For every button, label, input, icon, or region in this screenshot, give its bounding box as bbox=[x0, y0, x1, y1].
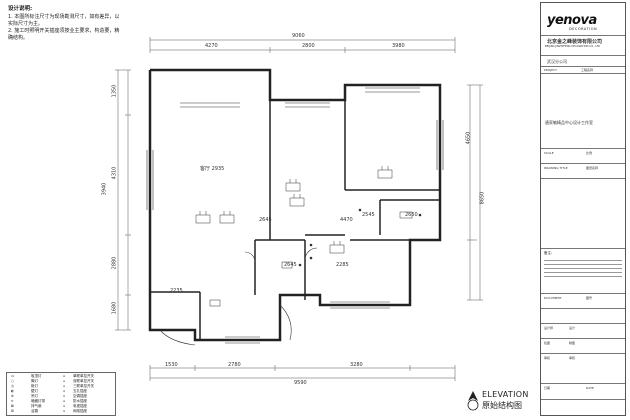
room-label: 2645 bbox=[259, 217, 272, 223]
dim-left-seg: 2880 bbox=[111, 256, 118, 270]
tb-divider bbox=[541, 323, 625, 324]
company-name: 北京金之峰装饰有限公司 bbox=[547, 39, 603, 45]
dim-top-seg: 4270 bbox=[205, 43, 218, 49]
tb-divider bbox=[541, 399, 625, 400]
legend-label: 单联单控开关 bbox=[73, 374, 94, 378]
legend-label: 双联单控开关 bbox=[73, 379, 94, 383]
company-name-en: BEIJING JINZHIFENG DECORATION CO., LTD bbox=[545, 45, 601, 48]
legend-table: ▭吸顶灯▫单联单控开关 ○筒灯▫双联单控开关 ◎射灯▫三联单控开关 ◐壁灯▫五孔… bbox=[6, 372, 116, 416]
legend-label: 电视插座 bbox=[73, 404, 87, 408]
brand-subtitle: DECORATION bbox=[569, 27, 598, 31]
notes-line: 2. 施工时照明开关插座须按业主要求，构造要，精 bbox=[8, 28, 120, 34]
legend-label: 浴霸 bbox=[31, 409, 38, 413]
dim-left-seg: 1680 bbox=[111, 301, 118, 315]
date-value: DATE bbox=[586, 386, 594, 390]
legend-row: ⊠排气扇▫电视插座 bbox=[11, 404, 87, 408]
legend-label: 暗藏灯带 bbox=[31, 399, 45, 403]
notes-title: 设计说明: bbox=[8, 6, 33, 12]
scale-value: 比例 bbox=[586, 151, 593, 155]
legend-label: 吸顶灯 bbox=[31, 374, 42, 378]
notes-line: 实际尺寸为主。 bbox=[8, 21, 44, 27]
elevation-title-en: ELEVATION bbox=[482, 390, 529, 399]
tb-divider bbox=[541, 163, 625, 164]
check-label: 审核 bbox=[544, 356, 551, 360]
tb-divider bbox=[541, 383, 625, 384]
draw-label: 绘图 bbox=[544, 341, 551, 345]
legend-label: 吊灯 bbox=[31, 394, 38, 398]
scale-label: SCALE bbox=[544, 151, 554, 155]
north-arrow-icon bbox=[467, 391, 479, 411]
dim-top-seg: 2800 bbox=[302, 43, 315, 49]
room-label: 2650 bbox=[405, 212, 418, 218]
dim-bottom-total: 9590 bbox=[294, 380, 307, 386]
legend-label: 射灯 bbox=[31, 384, 38, 388]
dim-right-seg: 8650 bbox=[479, 191, 486, 205]
tb-divider bbox=[541, 353, 625, 354]
legend-row: ✲吊灯▫空调插座 bbox=[11, 394, 87, 398]
doc-value: 图号 bbox=[586, 296, 593, 300]
dim-bottom-seg: 2780 bbox=[228, 362, 241, 368]
notes-line: 确结构。 bbox=[8, 35, 29, 41]
design-label: 设计师 bbox=[544, 326, 554, 330]
remark-title: 备注: bbox=[544, 251, 553, 255]
project-label: PROJECT bbox=[544, 68, 557, 72]
title-block: yenova DECORATION 北京金之峰装饰有限公司 BEIJING JI… bbox=[540, 2, 626, 416]
room-label: 2645 bbox=[284, 262, 297, 268]
legend-label: 排气扇 bbox=[31, 404, 42, 408]
tb-divider bbox=[541, 248, 625, 249]
tb-divider bbox=[541, 338, 625, 339]
legend-label: 空调插座 bbox=[73, 394, 87, 398]
room-label: 2285 bbox=[336, 262, 349, 268]
branch-name: 武汉分公司 bbox=[547, 59, 567, 64]
remark-lines bbox=[544, 257, 622, 280]
room-label: 4470 bbox=[340, 217, 353, 223]
brand-logo: yenova bbox=[547, 13, 597, 28]
legend-row: ◎射灯▫三联单控开关 bbox=[11, 384, 94, 388]
legend-label: 网络插座 bbox=[73, 409, 87, 413]
dim-top-seg: 3980 bbox=[392, 43, 405, 49]
legend-label: 防水插座 bbox=[73, 399, 87, 403]
notes-line: 1. 本图所标注尺寸为现场勘测尺寸，如有差异，以 bbox=[8, 14, 120, 20]
design-notes: 设计说明: 1. 本图所标注尺寸为现场勘测尺寸，如有差异，以 实际尺寸为主。 2… bbox=[8, 6, 158, 42]
legend-row: ▭吸顶灯▫单联单控开关 bbox=[11, 374, 94, 378]
legend-label: 筒灯 bbox=[31, 379, 38, 383]
room-label: 2235 bbox=[170, 288, 183, 294]
legend-row: ═暗藏灯带▫防水插座 bbox=[11, 399, 87, 403]
dim-right-seg: 4650 bbox=[465, 131, 472, 145]
legend-label: 五孔插座 bbox=[73, 389, 87, 393]
legend-row: ⊞浴霸▫网络插座 bbox=[11, 409, 87, 413]
tb-divider bbox=[541, 35, 625, 36]
tb-divider bbox=[541, 178, 625, 179]
draw-value: 制图 bbox=[569, 341, 576, 345]
legend-row: ○筒灯▫双联单控开关 bbox=[11, 379, 94, 383]
room-label: 2545 bbox=[362, 212, 375, 218]
studio-name: 唐家敏精品中心设计工作室 bbox=[545, 120, 593, 125]
elevation-title-cn: 原始结构图 bbox=[482, 401, 522, 410]
check-value: 审核 bbox=[569, 356, 576, 360]
legend-label: 壁灯 bbox=[31, 389, 38, 393]
tb-divider bbox=[541, 148, 625, 149]
legend-row: ◐壁灯▫五孔插座 bbox=[11, 389, 87, 393]
design-value: 设计 bbox=[569, 326, 576, 330]
tb-divider bbox=[541, 66, 625, 67]
date-label: 日期 bbox=[544, 386, 551, 390]
dim-bottom-seg: 3280 bbox=[350, 362, 363, 368]
floor-plan bbox=[115, 37, 483, 381]
dim-top-total: 9060 bbox=[292, 33, 305, 39]
tb-divider bbox=[541, 293, 625, 294]
dim-left-seg: 4310 bbox=[111, 166, 118, 180]
tb-divider bbox=[541, 55, 625, 56]
doc-label: DOCUMENT bbox=[544, 296, 562, 300]
dim-left-seg: 3940 bbox=[101, 182, 108, 196]
room-label-living: 客厅 2935 bbox=[200, 166, 225, 172]
drawing-label: DRAWING TITLE bbox=[544, 166, 568, 170]
drawing-value: 图纸名称 bbox=[586, 166, 599, 170]
tb-divider bbox=[541, 308, 625, 309]
legend-label: 三联单控开关 bbox=[73, 384, 94, 388]
dim-left-seg: 1350 bbox=[111, 84, 118, 98]
tb-divider bbox=[541, 73, 625, 74]
project-value: 工程名称 bbox=[581, 68, 594, 72]
dim-bottom-seg: 1530 bbox=[165, 362, 178, 368]
